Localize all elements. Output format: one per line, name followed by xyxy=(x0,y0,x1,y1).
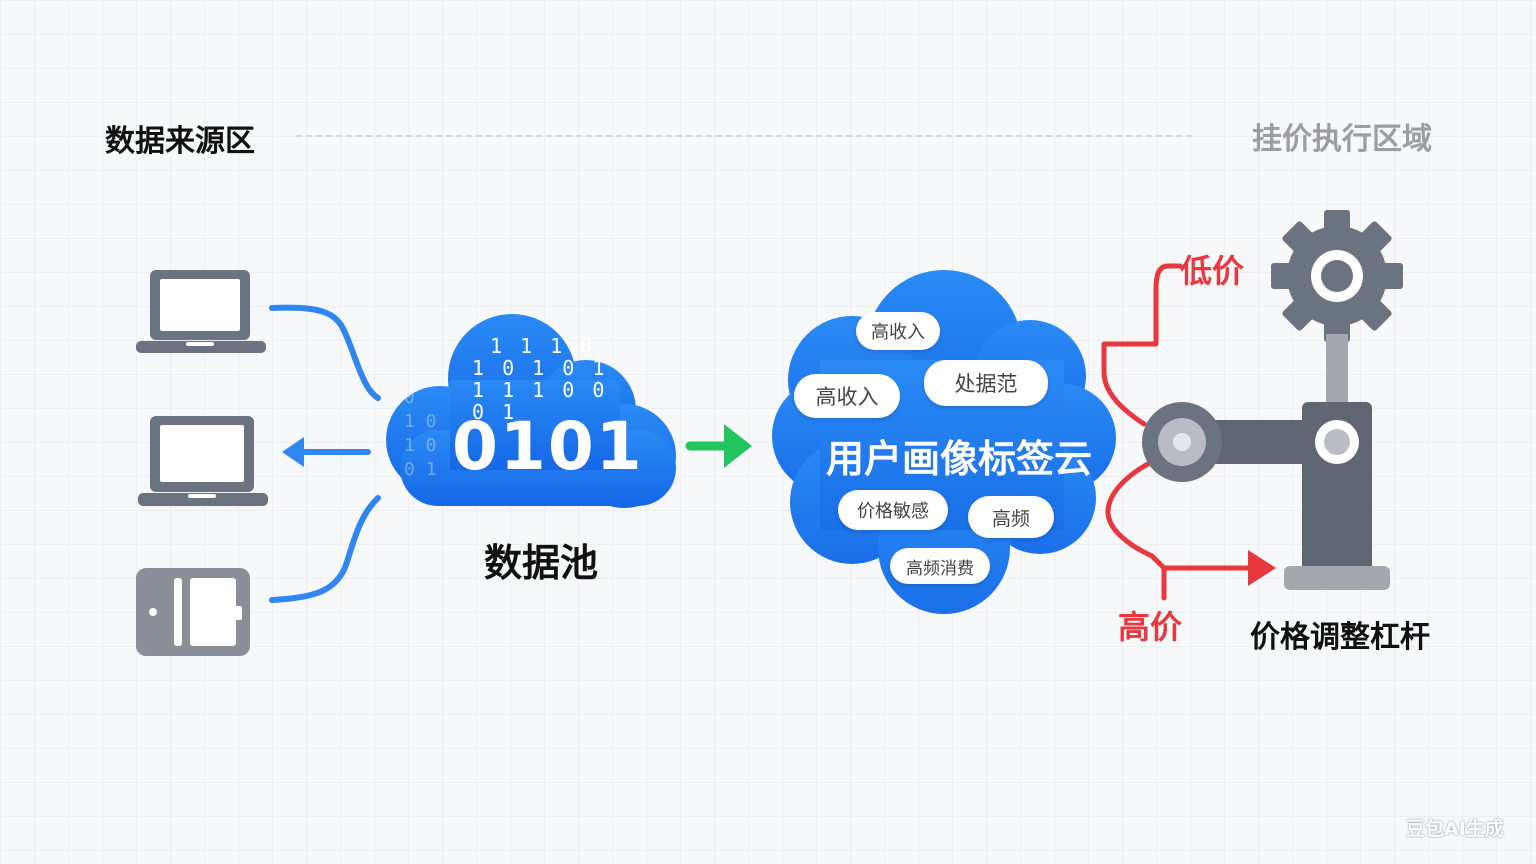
device-connectors xyxy=(269,304,381,603)
profile-tag: 高频消费 xyxy=(890,548,990,584)
binary-row: 1 1 1 0 xyxy=(490,334,596,358)
tablet-icon xyxy=(136,568,250,656)
binary-row: 1 1 1 0 0 xyxy=(472,378,608,402)
profile-tag: 处据范 xyxy=(924,360,1048,406)
arrow-right-icon xyxy=(685,424,752,468)
data-pool-binary: 0101 xyxy=(452,408,644,485)
binary-background-digits: 0 1 0 1 0 0 1 xyxy=(404,387,437,480)
pricing-branches xyxy=(1101,263,1253,601)
laptop-icon xyxy=(138,416,268,506)
profile-tag: 价格敏感 xyxy=(838,490,948,530)
robot-arm-icon xyxy=(1142,334,1390,590)
data-pool-label: 数据池 xyxy=(484,541,599,585)
profile-tag: 高收入 xyxy=(856,312,940,350)
section-divider xyxy=(296,135,1192,137)
profile-tag: 高频 xyxy=(968,496,1054,538)
profile-cloud-title: 用户画像标签云 xyxy=(826,437,1093,481)
laptop-icon xyxy=(136,270,266,353)
price-lever-label: 价格调整杠杆 xyxy=(1250,620,1430,655)
data-source-section-title: 数据来源区 xyxy=(105,124,255,159)
binary-row: 1 0 1 0 1 xyxy=(472,356,608,380)
profile-tag: 高收入 xyxy=(794,374,900,418)
watermark: 豆包AI生成 xyxy=(1406,818,1504,840)
data-pool-cloud xyxy=(386,314,676,508)
arrow-left-icon xyxy=(282,437,304,467)
pricing-section-title: 挂价执行区域 xyxy=(1252,122,1432,157)
arrow-right-red-icon xyxy=(1248,550,1276,586)
high-price-label: 高价 xyxy=(1118,608,1183,646)
gear-icon xyxy=(1271,210,1403,342)
binary-row: 0 1 xyxy=(472,400,518,424)
low-price-label: 低价 xyxy=(1180,252,1245,290)
